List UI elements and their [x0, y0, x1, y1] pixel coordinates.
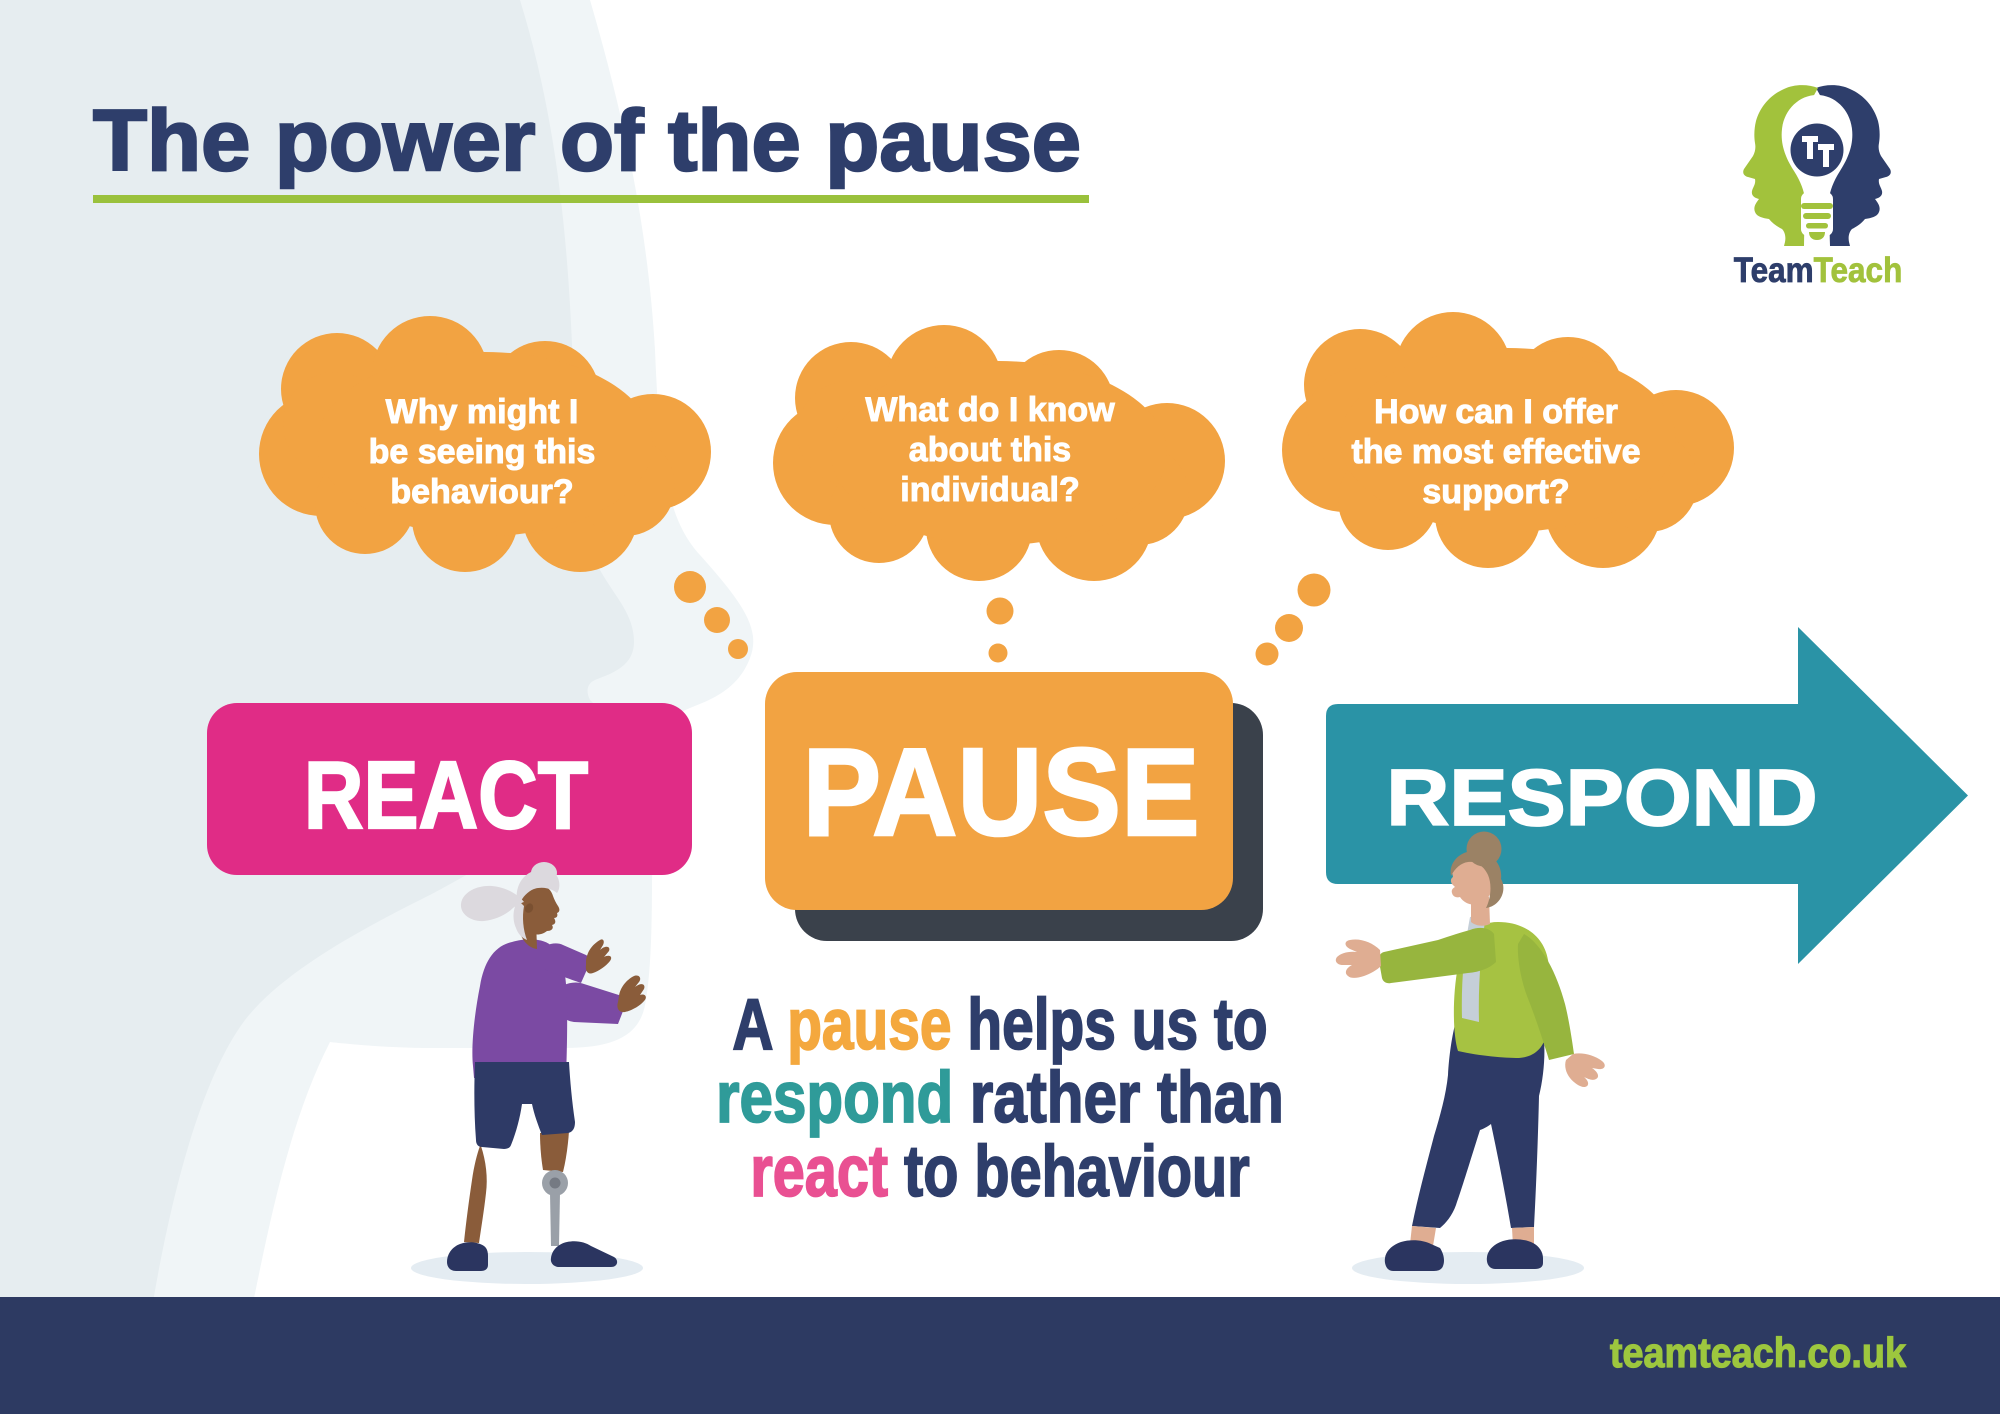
svg-text:respond rather than: respond rather than — [716, 1058, 1284, 1138]
svg-text:The power of the pause: The power of the pause — [93, 93, 1081, 189]
svg-text:How can I offer: How can I offer — [1374, 393, 1618, 431]
svg-text:PAUSE: PAUSE — [802, 723, 1199, 861]
svg-text:behaviour?: behaviour? — [390, 473, 573, 511]
svg-text:individual?: individual? — [900, 471, 1079, 509]
svg-text:about this: about this — [909, 431, 1071, 469]
svg-text:the most effective: the most effective — [1351, 433, 1640, 471]
svg-text:be seeing this: be seeing this — [369, 433, 596, 471]
svg-text:Why might I: Why might I — [386, 393, 579, 431]
svg-text:REACT: REACT — [304, 741, 588, 848]
svg-text:TeamTeach: TeamTeach — [1734, 252, 1903, 291]
svg-text:react to behaviour: react to behaviour — [750, 1131, 1249, 1212]
svg-text:support?: support? — [1422, 473, 1569, 511]
svg-text:RESPOND: RESPOND — [1386, 752, 1817, 842]
svg-text:teamteach.co.uk: teamteach.co.uk — [1610, 1330, 1907, 1376]
svg-text:What do I know: What do I know — [865, 391, 1115, 429]
svg-text:A pause helps us to: A pause helps us to — [732, 984, 1267, 1065]
